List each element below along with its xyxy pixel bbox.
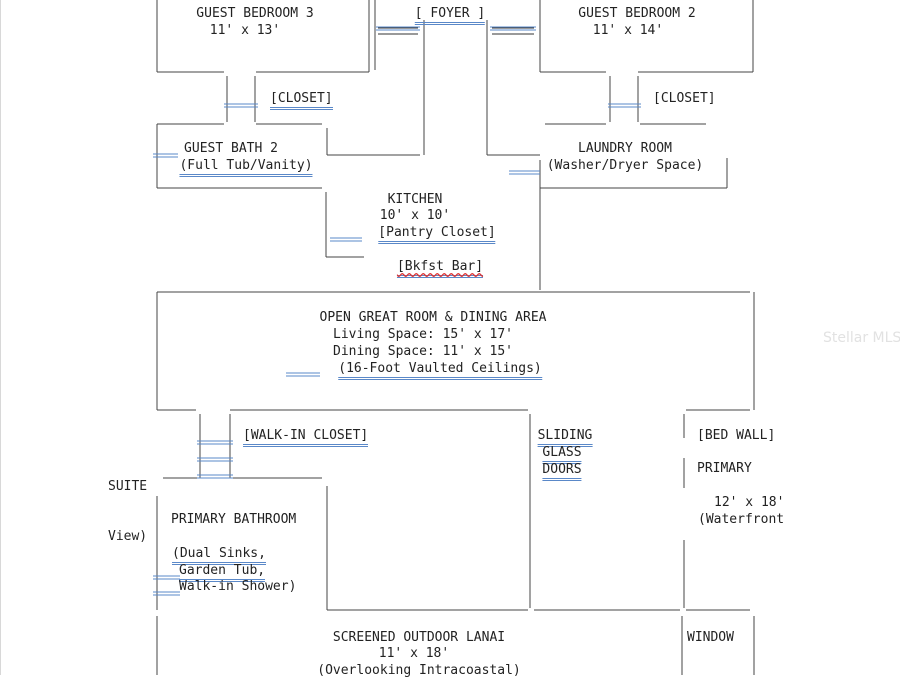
sliding-doors-line-2: GLASS: [542, 445, 582, 464]
pantry-closet-label: [Pantry Closet]: [378, 225, 496, 244]
dining-space-size: Dining Space: 11' x 15': [332, 344, 514, 359]
lanai-size: 11' x 18': [378, 646, 450, 661]
guest-bedroom-2-size: 11' x 14': [592, 23, 664, 38]
guest-bath-2-label: GUEST BATH 2: [184, 141, 278, 156]
foyer-label: [ FOYER ]: [414, 6, 486, 25]
closet-left-label: [CLOSET]: [270, 91, 333, 110]
primary-suite-view-1: (Waterfront: [698, 512, 785, 527]
vaulted-ceilings-note: (16-Foot Vaulted Ceilings): [338, 361, 542, 380]
closet-right-label: [CLOSET]: [653, 91, 716, 106]
breakfast-bar-text: [Bkfst Bar]: [396, 259, 484, 274]
primary-suite-view-2: View): [108, 529, 148, 544]
walk-in-closet-label: [WALK-IN CLOSET]: [243, 428, 369, 447]
lanai-desc: (Overlooking Intracoastal): [317, 663, 521, 678]
great-room-label: OPEN GREAT ROOM & DINING AREA: [319, 310, 547, 325]
living-space-size: Living Space: 15' x 17': [332, 327, 514, 342]
primary-label: PRIMARY: [697, 461, 752, 476]
primary-suite-size: 12' x 18': [714, 495, 785, 510]
sliding-doors-line-3: DOORS: [542, 462, 582, 481]
laundry-room-label: LAUNDRY ROOM: [578, 141, 672, 156]
primary-bathroom-label: PRIMARY BATHROOM: [171, 512, 297, 527]
suite-label: SUITE: [108, 479, 148, 494]
laundry-room-desc: (Washer/Dryer Space): [546, 158, 704, 173]
breakfast-bar-label: [Bkfst Bar]: [396, 259, 484, 278]
sliding-doors-line-1: SLIDING: [537, 428, 593, 447]
guest-bedroom-3-label: GUEST BEDROOM 3: [196, 6, 314, 21]
primary-bath-line-2: Garden Tub,: [179, 563, 266, 582]
primary-bath-line-3: Walk-in Shower): [179, 579, 297, 594]
guest-bedroom-3-size: 11' x 13': [209, 23, 281, 38]
kitchen-label: KITCHEN: [387, 192, 443, 207]
watermark: Stellar MLS: [823, 330, 900, 346]
bed-wall-label: [BED WALL]: [697, 428, 776, 443]
lanai-label: SCREENED OUTDOOR LANAI: [332, 630, 506, 645]
kitchen-size: 10' x 10': [379, 208, 451, 223]
guest-bedroom-2-label: GUEST BEDROOM 2: [578, 6, 696, 21]
primary-bath-line-1: (Dual Sinks,: [172, 546, 266, 565]
guest-bath-2-desc: (Full Tub/Vanity): [179, 158, 313, 177]
window-label: WINDOW: [687, 630, 734, 645]
page-edge: [0, 0, 1, 675]
